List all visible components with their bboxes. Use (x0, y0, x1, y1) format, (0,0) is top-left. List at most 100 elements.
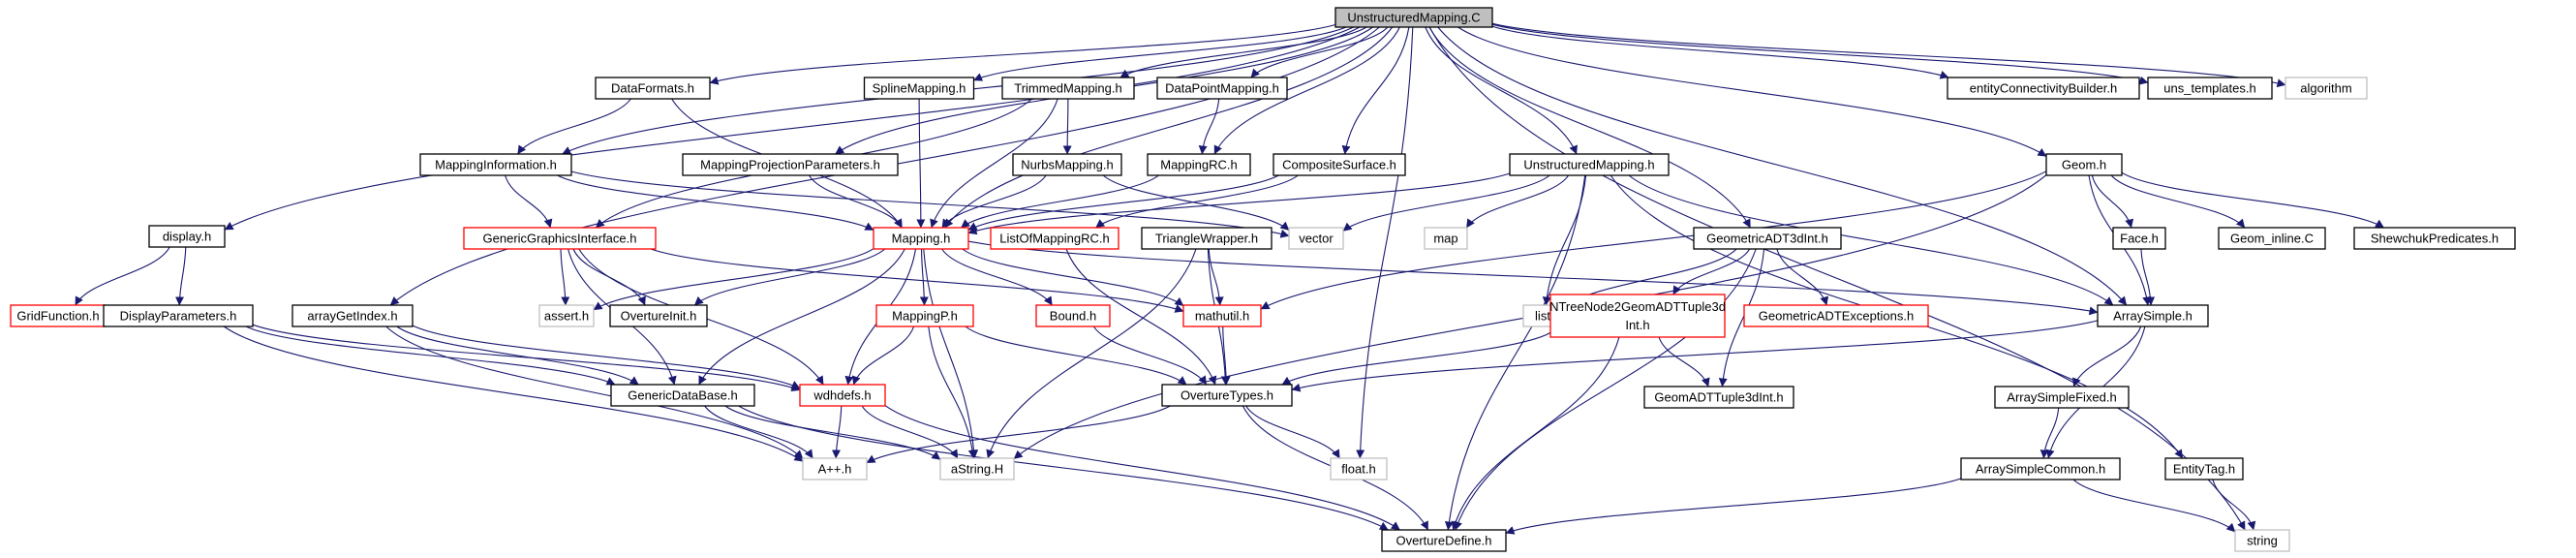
node-label: map (1433, 232, 1457, 246)
node-Geom[interactable]: Geom.h (2045, 153, 2123, 176)
node-box (1381, 529, 1507, 552)
edge-line (560, 248, 570, 306)
node-GeometricADT3dInt[interactable]: GeometricADT3dInt.h (1693, 227, 1842, 250)
include-edge-ArraySimpleCommon-to-string (2072, 479, 2236, 533)
node-float[interactable]: float.h (1330, 457, 1388, 480)
node-root[interactable]: UnstructuredMapping.C (1334, 7, 1493, 28)
node-DataFormats[interactable]: DataFormats.h (595, 77, 711, 100)
node-display[interactable]: display.h (148, 225, 226, 248)
node-NurbsMapping[interactable]: NurbsMapping.h (1012, 153, 1122, 176)
edge-line (2072, 326, 2142, 388)
node-label: MappingP.h (892, 309, 958, 324)
include-edge-root-to-UnstructuredMappingH (1425, 26, 1578, 155)
edge-line (884, 405, 1400, 531)
edge-line (1065, 248, 1217, 386)
edge-line (412, 325, 801, 389)
include-edge-GeometricADT3dInt-to-GeomADTTuple3dInt (1718, 248, 1765, 388)
include-edge-GenericGraphicsInterface-to-assert (560, 248, 570, 306)
include-edge-GenericDataBase-to-OvertureDefine (738, 405, 1389, 531)
node-label: MappingInformation.h (435, 158, 557, 172)
node-assert[interactable]: assert.h (538, 304, 595, 327)
node-TrimmedMapping[interactable]: TrimmedMapping.h (1001, 77, 1135, 100)
node-MappingP[interactable]: MappingP.h (875, 304, 974, 327)
node-wdhdefs[interactable]: wdhdefs.h (799, 384, 886, 407)
edge-line (1454, 248, 1757, 531)
include-edge-arrayGetIndex-to-wdhdefs (412, 325, 801, 389)
node-entityConn[interactable]: entityConnectivityBuilder.h (1947, 77, 2140, 100)
node-string[interactable]: string (2234, 529, 2290, 552)
include-edge-root-to-Geom (1457, 26, 2047, 157)
node-Face[interactable]: Face.h (2112, 227, 2166, 250)
include-edge-Geom-to-Geom_inline (2110, 174, 2246, 229)
edge-line (2140, 248, 2156, 306)
node-UnstructuredMappingH[interactable]: UnstructuredMapping.h (1509, 153, 1670, 176)
node-EntityTag[interactable]: EntityTag.h (2164, 457, 2244, 480)
node-DisplayParameters[interactable]: DisplayParameters.h (103, 304, 254, 327)
edge-line (1437, 26, 2128, 306)
node-mathutil[interactable]: mathutil.h (1182, 304, 1262, 327)
include-edge-DataFormats-to-MappingInformation (517, 98, 631, 155)
node-OvertureInit[interactable]: OvertureInit.h (609, 304, 708, 327)
node-MappingProjectionParameters[interactable]: MappingProjectionParameters.h (682, 153, 899, 176)
node-uns_templates[interactable]: uns_templates.h (2147, 77, 2273, 100)
node-box (1012, 153, 1122, 176)
node-GeomADTTuple3dInt[interactable]: GeomADTTuple3dInt.h (1643, 386, 1794, 409)
include-edge-UnstructuredMappingH-to-list (1542, 174, 1587, 306)
edge-line (1208, 248, 1224, 306)
node-Shewchuk[interactable]: ShewchukPredicates.h (2353, 227, 2516, 250)
node-box (1147, 153, 1251, 176)
node-box (2045, 153, 2123, 176)
node-ListOfMappingRC[interactable]: ListOfMappingRC.h (990, 227, 1119, 250)
node-GeometricADTExceptions[interactable]: GeometricADTExceptions.h (1743, 304, 1929, 327)
node-label: SplineMapping.h (873, 81, 966, 96)
edge-line (831, 405, 843, 459)
node-label: entityConnectivityBuilder.h (1970, 81, 2117, 96)
node-box (990, 227, 1119, 250)
node-DataPointMapping[interactable]: DataPointMapping.h (1156, 77, 1288, 100)
edge-line (1341, 26, 1410, 155)
node-label: vector (1299, 232, 1334, 246)
node-box (863, 77, 975, 100)
node-ArraySimpleCommon[interactable]: ArraySimpleCommon.h (1960, 457, 2121, 480)
edge-line (1451, 336, 1620, 531)
edge-line (941, 248, 1053, 306)
node-vector[interactable]: vector (1288, 227, 1344, 250)
node-MappingH[interactable]: Mapping.h (873, 227, 969, 250)
node-App[interactable]: A++.h (802, 457, 868, 480)
node-Bound[interactable]: Bound.h (1035, 304, 1111, 327)
include-edge-wdhdefs-to-aString (861, 405, 959, 459)
node-aString[interactable]: aString.H (939, 457, 1015, 480)
node-Geom_inline[interactable]: Geom_inline.C (2218, 227, 2326, 250)
node-ArraySimple[interactable]: ArraySimple.h (2097, 304, 2209, 327)
include-edge-NurbsMapping-to-vector (1102, 174, 1290, 232)
edge-line (1221, 326, 1231, 386)
node-label: algorithm (2300, 81, 2351, 96)
edge-line (1213, 26, 1400, 155)
edge-line (245, 326, 616, 386)
node-MappingInformation[interactable]: MappingInformation.h (419, 153, 572, 176)
node-algorithm[interactable]: algorithm (2285, 77, 2368, 100)
node-GenericDataBase[interactable]: GenericDataBase.h (610, 384, 755, 407)
edge-line (1245, 405, 1340, 459)
node-CompositeSurface[interactable]: CompositeSurface.h (1273, 153, 1406, 176)
edge-line (919, 248, 929, 306)
include-edge-MappingH-to-GenericDataBase (698, 248, 905, 386)
include-edge-UnstructuredMappingH-to-ArraySimple (1628, 174, 2114, 306)
node-OvertureTypes[interactable]: OvertureTypes.h (1161, 384, 1293, 407)
node-box (1288, 227, 1344, 250)
edge-line (916, 98, 926, 229)
node-SplineMapping[interactable]: SplineMapping.h (863, 77, 975, 100)
edge-line (1356, 26, 1414, 459)
node-MappingRC[interactable]: MappingRC.h (1147, 153, 1251, 176)
node-GenericGraphicsInterface[interactable]: GenericGraphicsInterface.h (463, 227, 657, 250)
edge-line (1119, 26, 1367, 78)
node-GridFunction[interactable]: GridFunction.h (10, 304, 107, 327)
node-ArraySimpleFixed[interactable]: ArraySimpleFixed.h (1994, 386, 2130, 409)
node-map[interactable]: map (1424, 227, 1468, 250)
node-label: ArraySimpleCommon.h (1976, 462, 2105, 477)
node-arrayGetIndex[interactable]: arrayGetIndex.h (291, 304, 414, 327)
node-TriangleWrapper[interactable]: TriangleWrapper.h (1141, 227, 1273, 250)
node-OvertureDefine[interactable]: OvertureDefine.h (1381, 529, 1507, 552)
